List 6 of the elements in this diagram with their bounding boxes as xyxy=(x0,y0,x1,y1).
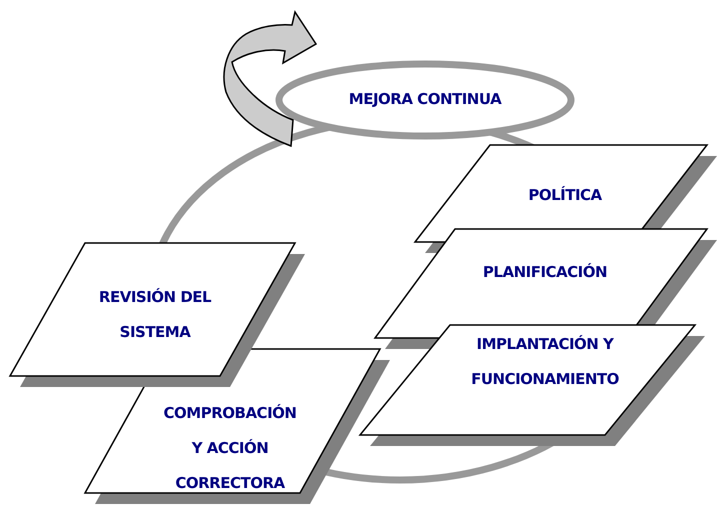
node-label: POLÍTICA xyxy=(527,185,603,206)
node-label: COMPROBACIÓN Y ACCIÓN CORRECTORA xyxy=(162,403,298,494)
node-label: PLANIFICACIÓN xyxy=(482,262,608,283)
node-label: IMPLANTACIÓN Y FUNCIONAMIENTO xyxy=(470,334,620,390)
node-label: MEJORA CONTINUA xyxy=(348,89,502,110)
node-label: REVISIÓN DEL SISTEMA xyxy=(98,287,212,343)
